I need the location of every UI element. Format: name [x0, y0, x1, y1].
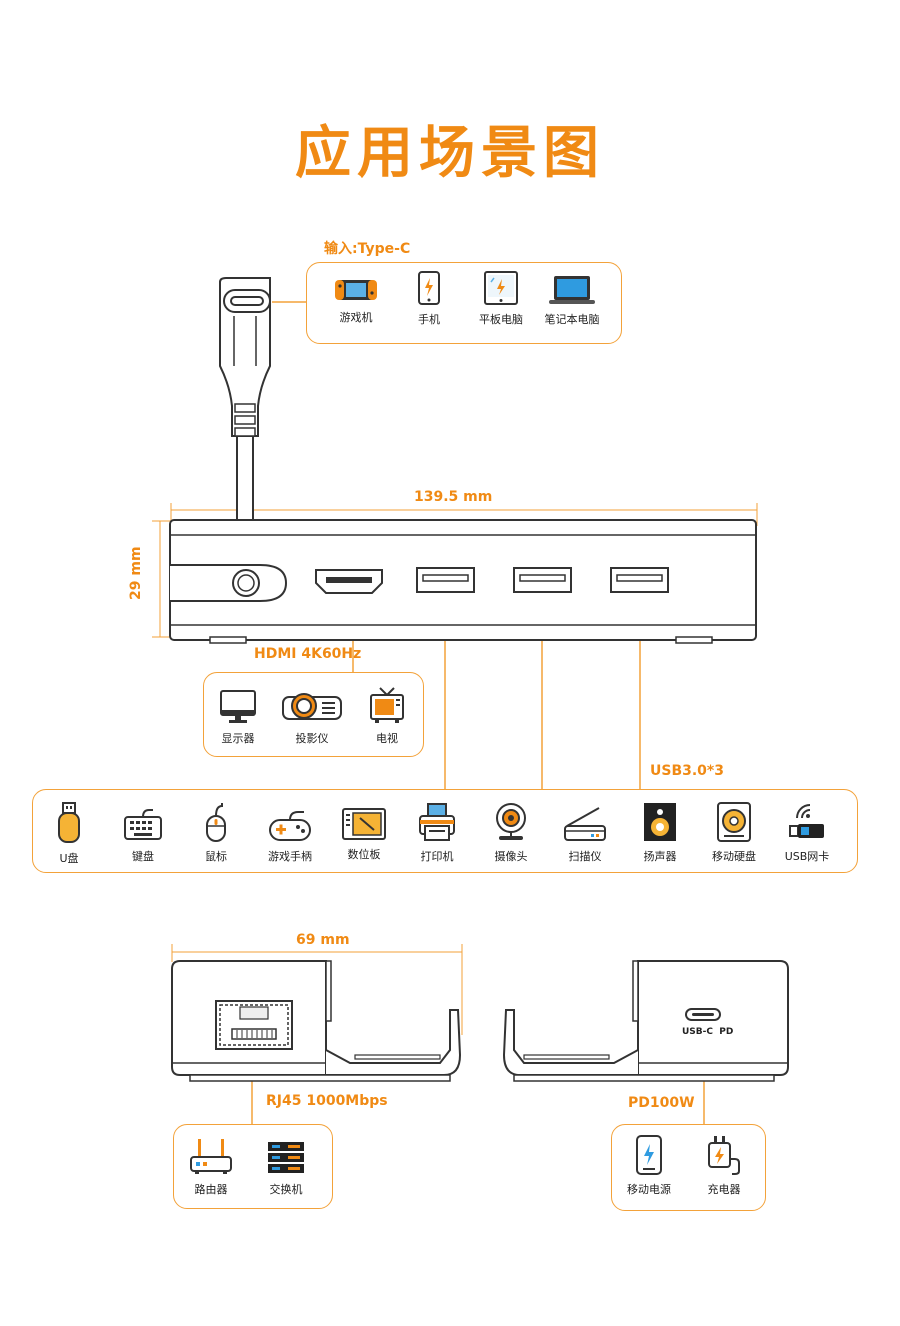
printer-icon: [419, 803, 455, 841]
scanner-icon: [564, 807, 606, 841]
hub-side-view-pd: [502, 960, 789, 1082]
device-charger: 充电器: [684, 1135, 764, 1197]
charger-icon: [708, 1136, 740, 1175]
tv-icon: [370, 687, 404, 723]
device-gamepad: 游戏手柄: [250, 806, 330, 864]
monitor-icon: [220, 690, 256, 723]
device-drawing-tablet: 数位板: [324, 808, 404, 862]
device-usb-drive: U盘: [29, 802, 109, 866]
input-label: 输入:Type-C: [324, 241, 411, 257]
speaker-icon: [644, 803, 676, 841]
pd-label: PD100W: [628, 1095, 695, 1111]
usb-c-port-label: USB-C PD: [682, 1027, 734, 1037]
width-dimension: 139.5 mm: [414, 489, 493, 505]
rj45-device-box: 路由器 交换机: [173, 1124, 333, 1209]
tablet-icon: [484, 271, 518, 305]
device-projector: 投影仪: [272, 690, 352, 746]
keyboard-icon: [124, 809, 162, 840]
phone-icon: [418, 271, 440, 305]
device-tv: 电视: [347, 686, 427, 746]
hard-drive-icon: [717, 802, 751, 842]
device-laptop: 笔记本电脑: [532, 275, 612, 327]
hdmi-device-box: 显示器 投影仪 电视: [203, 672, 424, 757]
device-tablet: 平板电脑: [461, 271, 541, 327]
device-switch: 交换机: [246, 1141, 326, 1197]
device-phone: 手机: [389, 271, 469, 327]
usb-wifi-icon: [789, 804, 824, 838]
usb-device-box: U盘 键盘 鼠标 游戏手柄: [32, 789, 858, 873]
game-console-icon: [335, 280, 377, 300]
device-mouse: 鼠标: [176, 802, 256, 864]
hub-front-view: [169, 519, 757, 644]
device-scanner: 扫描仪: [545, 804, 625, 864]
type-c-cable: [219, 277, 271, 577]
device-game-console: 游戏机: [316, 275, 396, 325]
device-speaker: 扬声器: [620, 802, 700, 864]
device-usb-wifi: USB网卡: [767, 804, 847, 864]
webcam-icon: [496, 803, 526, 840]
pd-device-box: 移动电源 充电器: [611, 1124, 766, 1211]
device-printer: 打印机: [397, 802, 477, 864]
laptop-icon: [549, 276, 595, 304]
usb-drive-icon: [58, 802, 80, 843]
mouse-icon: [206, 803, 226, 842]
switch-icon: [268, 1142, 304, 1173]
page-title: 应用场景图: [295, 121, 605, 186]
power-bank-icon: [636, 1135, 662, 1175]
projector-icon: [282, 693, 342, 720]
rj45-label: RJ45 1000Mbps: [266, 1093, 388, 1109]
device-router: 路由器: [171, 1137, 251, 1197]
usb-label: USB3.0*3: [650, 763, 724, 779]
device-power-bank: 移动电源: [609, 1135, 689, 1197]
height-dimension: 29 mm: [128, 546, 144, 600]
hub-side-view-rj45: [171, 960, 462, 1082]
drawing-tablet-icon: [342, 808, 386, 840]
device-monitor: 显示器: [198, 690, 278, 746]
device-hard-drive: 移动硬盘: [694, 802, 774, 864]
device-webcam: 摄像头: [471, 802, 551, 864]
router-icon: [190, 1139, 232, 1174]
input-device-box: 游戏机 手机 平板电脑 笔记本电脑: [306, 262, 622, 344]
depth-dimension: 69 mm: [296, 932, 350, 948]
hdmi-label: HDMI 4K60Hz: [254, 646, 362, 662]
device-keyboard: 键盘: [103, 806, 183, 864]
gamepad-icon: [269, 811, 311, 841]
